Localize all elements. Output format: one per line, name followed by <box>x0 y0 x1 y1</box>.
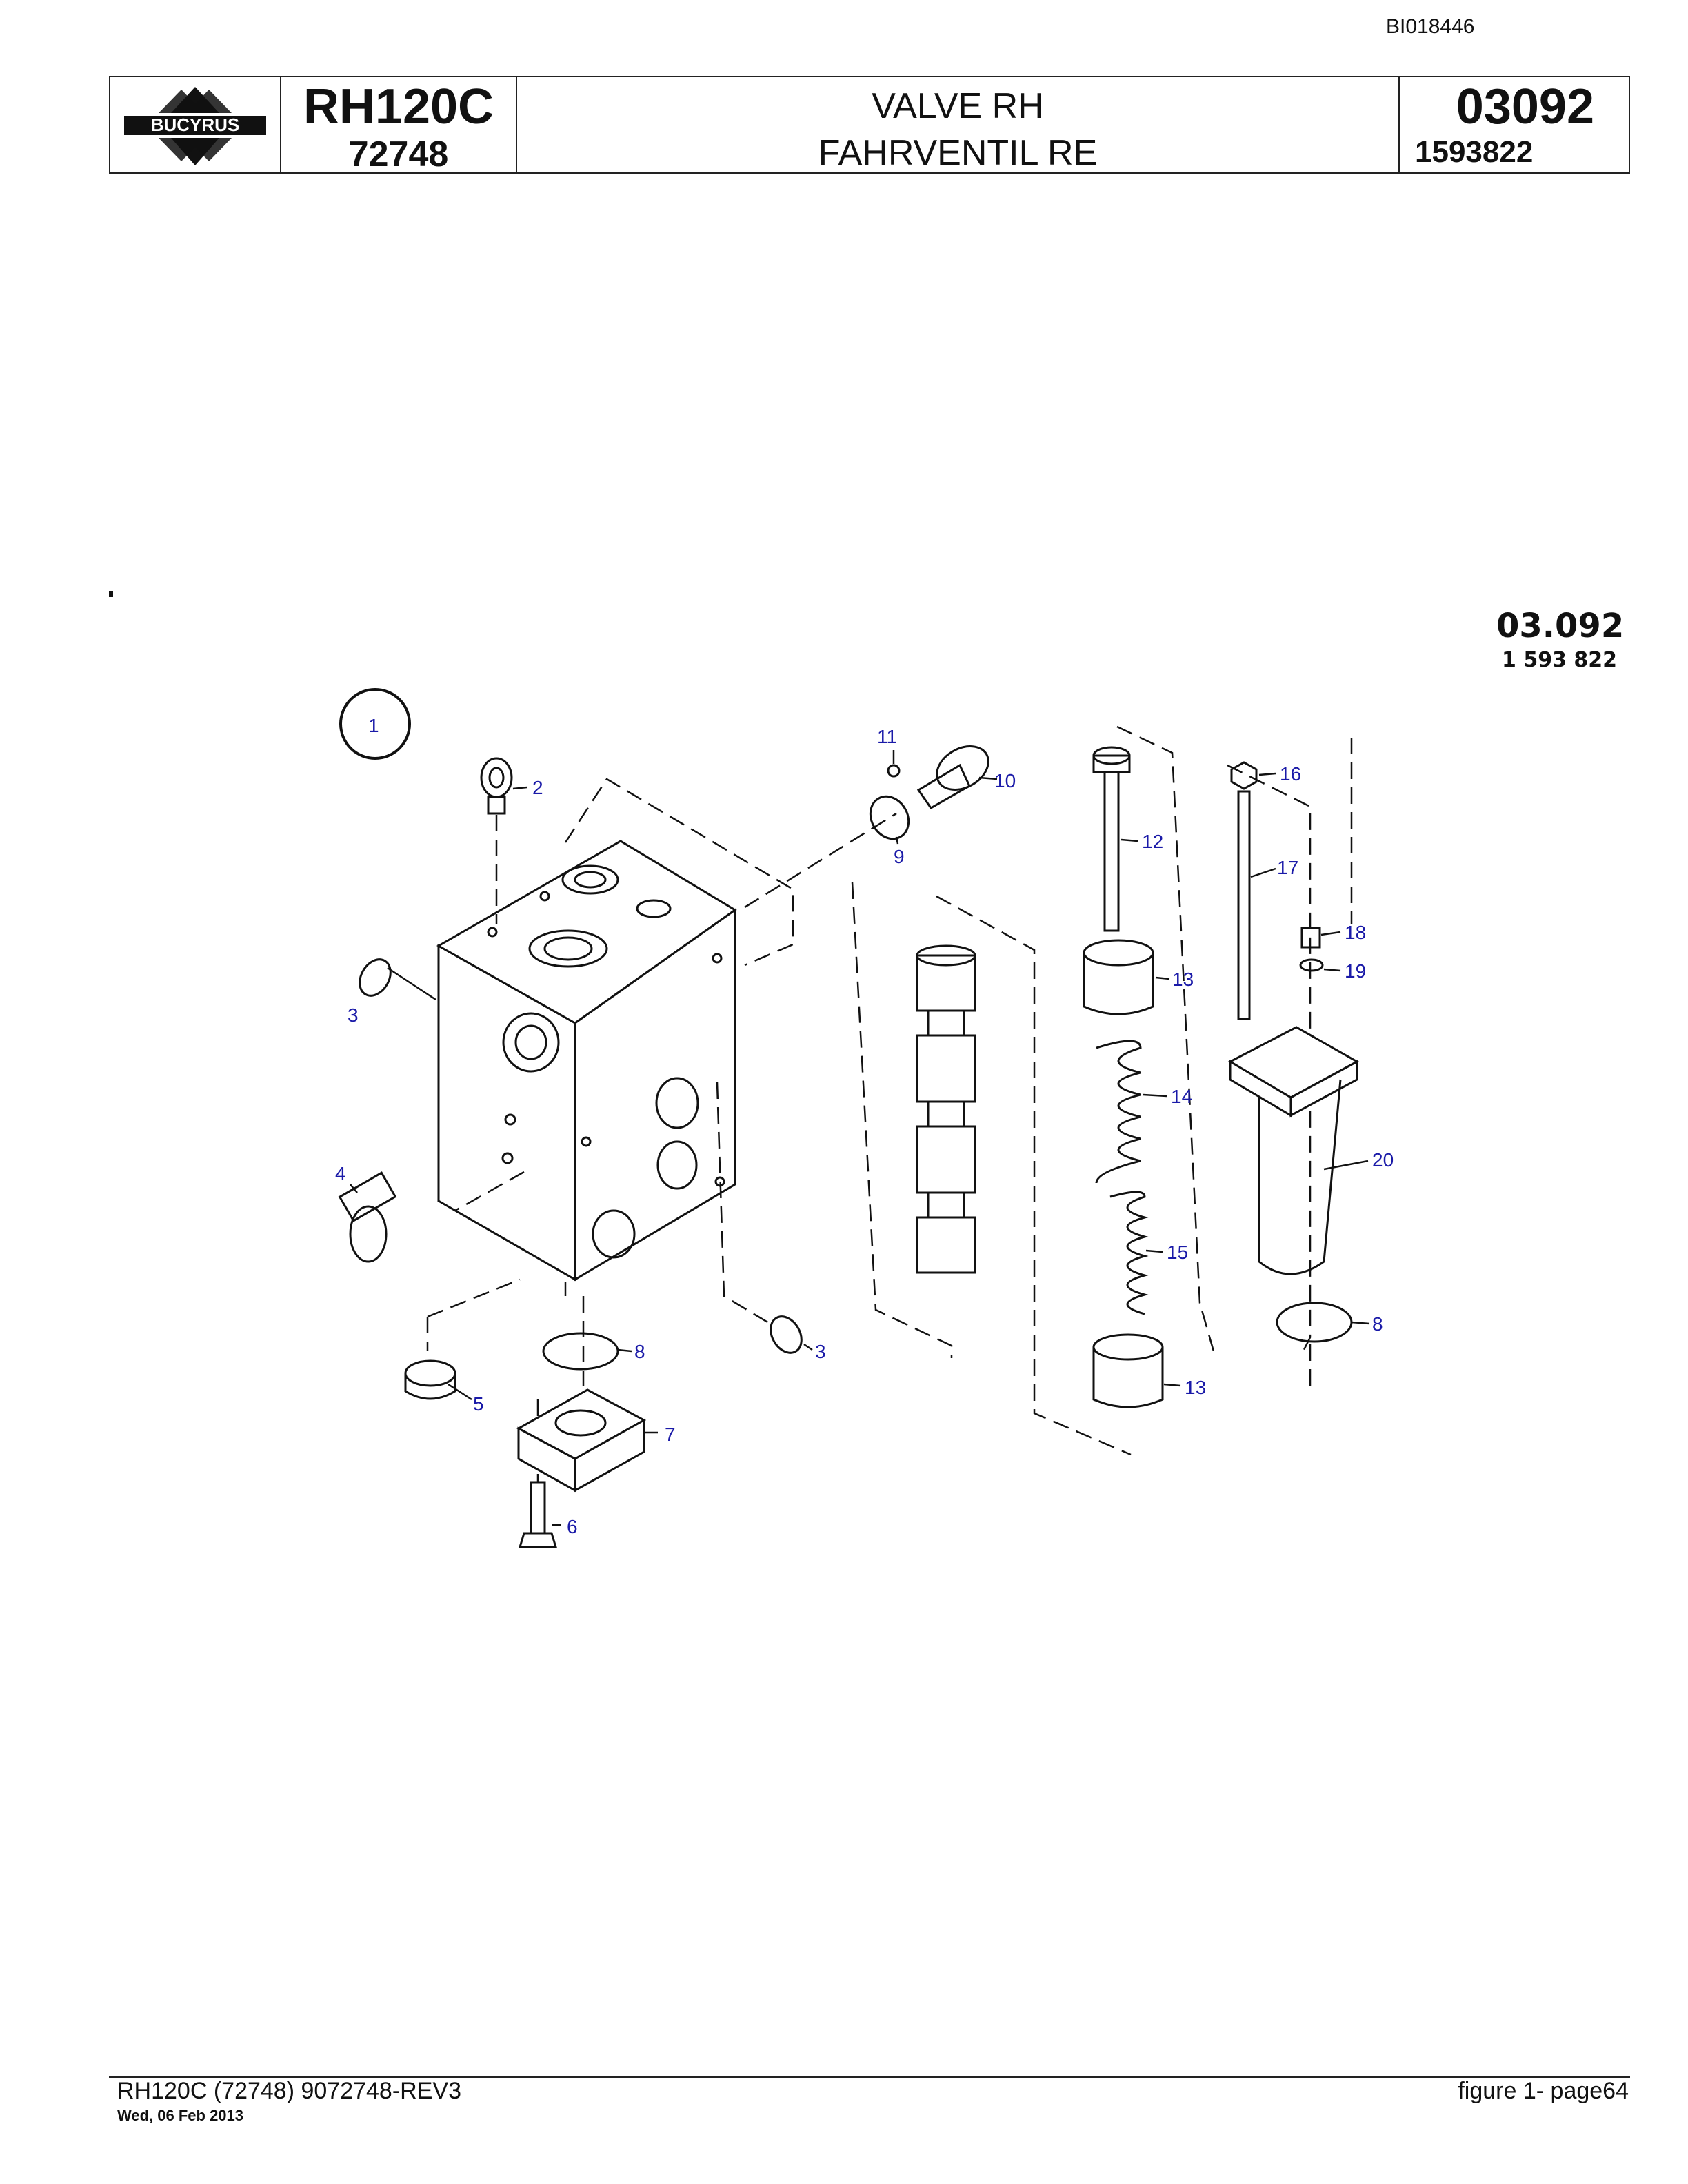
model-serial: 72748 <box>348 134 449 174</box>
spring-14 <box>1095 1040 1142 1184</box>
valve-block <box>436 840 737 1282</box>
bucyrus-logo: BUCYRUS <box>124 87 266 165</box>
rod-12 <box>1092 746 1131 932</box>
oring-8a <box>542 1332 619 1371</box>
footer-date: Wed, 06 Feb 2013 <box>117 2107 244 2124</box>
section-code: 03092 <box>1456 79 1594 134</box>
flange-7 <box>516 1388 647 1493</box>
housing-20 <box>1227 1026 1360 1275</box>
callout-16: 16 <box>1280 763 1301 785</box>
callout-4: 4 <box>335 1163 346 1184</box>
part-number: 1593822 <box>1415 135 1534 169</box>
stud-17 <box>1237 790 1251 1020</box>
bolt-6 <box>518 1481 558 1548</box>
callout-8b: 8 <box>1372 1313 1383 1335</box>
callout-5: 5 <box>473 1393 484 1415</box>
sleeve-13a <box>1083 939 1154 1015</box>
title-english: VALVE RH <box>872 86 1044 126</box>
oring-3a <box>359 958 392 997</box>
callout-20: 20 <box>1372 1149 1394 1171</box>
callout-15: 15 <box>1167 1242 1188 1263</box>
callout-6: 6 <box>567 1516 578 1537</box>
callout-12: 12 <box>1142 831 1163 852</box>
oring-3b <box>770 1315 803 1354</box>
document-id: BI018446 <box>1386 15 1475 38</box>
title-german: FAHRVENTIL RE <box>818 133 1098 173</box>
model-name: RH120C <box>303 79 494 134</box>
title-cell: VALVE RH FAHRVENTIL RE <box>517 77 1400 173</box>
plug-4 <box>338 1171 397 1263</box>
logo-cell: BUCYRUS <box>110 77 281 172</box>
callout-3a: 3 <box>348 1004 359 1026</box>
cap-5 <box>404 1359 456 1400</box>
stray-mark <box>109 592 113 597</box>
callout-2: 2 <box>532 777 543 798</box>
callout-3b: 3 <box>815 1341 826 1362</box>
spring-15 <box>1109 1191 1149 1315</box>
logo-wordmark: BUCYRUS <box>151 114 240 135</box>
callout-13b: 13 <box>1185 1377 1206 1398</box>
footer-reference: RH120C (72748) 9072748-REV3 <box>117 2078 461 2104</box>
ball-11 <box>887 764 901 778</box>
model-cell: RH120C 72748 <box>281 77 517 174</box>
leader-lines <box>350 750 1370 1526</box>
callout-17: 17 <box>1277 857 1298 878</box>
item-1-ring <box>339 688 411 760</box>
title-block: BUCYRUS RH120C 72748 VALVE RH FAHRVENTIL… <box>109 76 1630 174</box>
callout-11: 11 <box>877 726 897 747</box>
footer-page: figure 1- page64 <box>1458 2078 1629 2104</box>
callout-7: 7 <box>665 1424 676 1445</box>
section-cell: 03092 1593822 <box>1400 77 1629 172</box>
oring-8b <box>1276 1302 1353 1343</box>
ring-9 <box>869 795 910 840</box>
spool <box>916 944 976 1274</box>
nut-16 <box>1230 761 1258 790</box>
eyebolt <box>480 757 513 815</box>
callout-9: 9 <box>894 846 905 867</box>
callout-1: 1 <box>368 715 379 736</box>
callout-13a: 13 <box>1172 969 1194 990</box>
callout-18: 18 <box>1345 922 1366 943</box>
plug-10 <box>916 745 989 809</box>
callout-14: 14 <box>1171 1086 1192 1107</box>
screw-18 <box>1300 927 1321 949</box>
sleeve-13b <box>1092 1333 1164 1408</box>
callout-19: 19 <box>1345 960 1366 982</box>
callout-8a: 8 <box>634 1341 645 1362</box>
callout-10: 10 <box>994 770 1016 791</box>
footer-rule <box>109 2076 1630 2078</box>
figure-code: 03.092 <box>1496 607 1625 645</box>
figure-subcode: 1 593 822 <box>1502 648 1618 672</box>
washer-19 <box>1299 958 1324 972</box>
